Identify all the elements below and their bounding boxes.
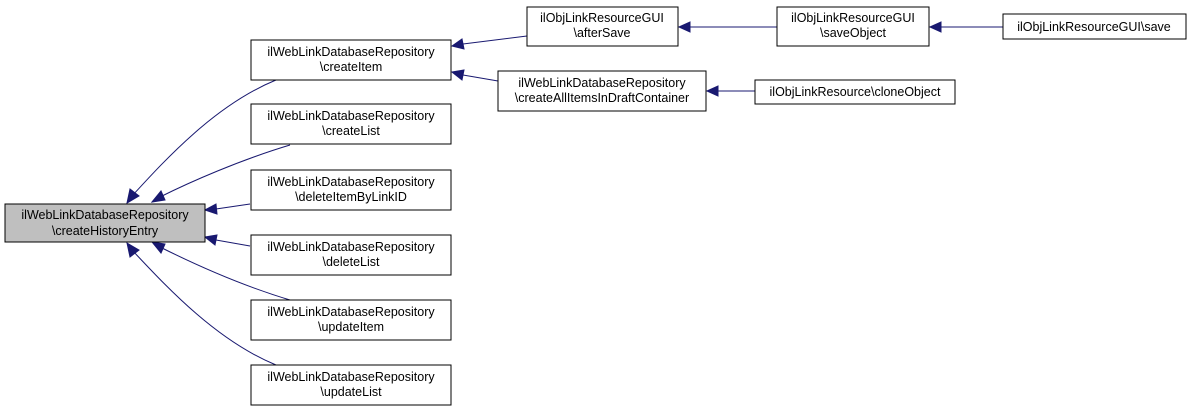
- edge-arrowhead: [126, 188, 140, 205]
- node-label-line1: ilObjLinkResourceGUI\save: [1017, 20, 1171, 34]
- node-label-line1: ilWebLinkDatabaseRepository: [267, 175, 435, 189]
- node-label-line2: \deleteList: [323, 255, 381, 269]
- edge-createList-to-createHistoryEntry: [159, 144, 291, 198]
- node-afterSave[interactable]: ilObjLinkResourceGUI \afterSave: [526, 6, 679, 47]
- node-createAllItemsInDraftContainer[interactable]: ilWebLinkDatabaseRepository \createAllIt…: [497, 70, 707, 112]
- edges: [126, 21, 1003, 366]
- node-createItem[interactable]: ilWebLinkDatabaseRepository \createItem: [250, 39, 452, 81]
- node-label-line2: \createList: [322, 124, 380, 138]
- edge-deleteList-to-createHistoryEntry: [215, 239, 251, 247]
- edge-arrowhead: [150, 241, 166, 254]
- node-label-line1: ilWebLinkDatabaseRepository: [267, 240, 435, 254]
- node-saveObject[interactable]: ilObjLinkResourceGUI \saveObject: [776, 6, 930, 47]
- node-label-line1: ilObjLinkResource\cloneObject: [770, 85, 941, 99]
- node-createList[interactable]: ilWebLinkDatabaseRepository \createList: [250, 103, 452, 145]
- node-updateItem[interactable]: ilWebLinkDatabaseRepository \updateItem: [250, 299, 452, 341]
- node-label-line1: ilObjLinkResourceGUI: [540, 11, 664, 25]
- node-label-line2: \createHistoryEntry: [52, 224, 159, 238]
- node-label-line2: \createItem: [320, 60, 383, 74]
- node-label-line2: \updateList: [320, 385, 382, 399]
- edge-afterSave-to-createItem: [462, 35, 528, 45]
- node-label-line2: \saveObject: [820, 26, 887, 40]
- node-label-line1: ilWebLinkDatabaseRepository: [267, 45, 435, 59]
- edge-arrowhead: [705, 85, 719, 97]
- edge-createAllItems-to-createItem: [462, 74, 499, 82]
- node-label-line1: ilWebLinkDatabaseRepository: [21, 208, 189, 222]
- edge-updateItem-to-createHistoryEntry: [159, 246, 291, 301]
- edge-arrowhead: [450, 69, 465, 81]
- node-updateList[interactable]: ilWebLinkDatabaseRepository \updateList: [250, 364, 452, 406]
- edge-arrowhead: [677, 21, 691, 33]
- node-createHistoryEntry[interactable]: ilWebLinkDatabaseRepository \createHisto…: [4, 203, 206, 243]
- edge-arrowhead: [928, 21, 942, 33]
- edge-arrowhead: [450, 38, 465, 50]
- node-label-line2: \updateItem: [318, 320, 384, 334]
- node-label-line2: \createAllItemsInDraftContainer: [515, 91, 689, 105]
- edge-arrowhead: [203, 234, 218, 246]
- node-label-line2: \afterSave: [574, 26, 631, 40]
- edge-arrowhead: [203, 203, 218, 215]
- edge-createItem-to-createHistoryEntry: [131, 79, 277, 197]
- edge-deleteItemByLinkID-to-createHistoryEntry: [215, 203, 251, 210]
- node-label-line1: ilWebLinkDatabaseRepository: [267, 109, 435, 123]
- node-deleteItemByLinkID[interactable]: ilWebLinkDatabaseRepository \deleteItemB…: [250, 169, 452, 211]
- node-label-line2: \deleteItemByLinkID: [295, 190, 407, 204]
- node-label-line1: ilWebLinkDatabaseRepository: [518, 76, 686, 90]
- node-label-line1: ilWebLinkDatabaseRepository: [267, 305, 435, 319]
- node-label-line1: ilWebLinkDatabaseRepository: [267, 370, 435, 384]
- node-label-line1: ilObjLinkResourceGUI: [791, 11, 915, 25]
- edge-updateList-to-createHistoryEntry: [131, 249, 277, 366]
- node-save[interactable]: ilObjLinkResourceGUI\save: [1002, 13, 1187, 40]
- edge-arrowhead: [126, 241, 140, 258]
- edge-arrowhead: [150, 190, 166, 203]
- node-cloneObject[interactable]: ilObjLinkResource\cloneObject: [754, 79, 956, 105]
- node-deleteList[interactable]: ilWebLinkDatabaseRepository \deleteList: [250, 234, 452, 276]
